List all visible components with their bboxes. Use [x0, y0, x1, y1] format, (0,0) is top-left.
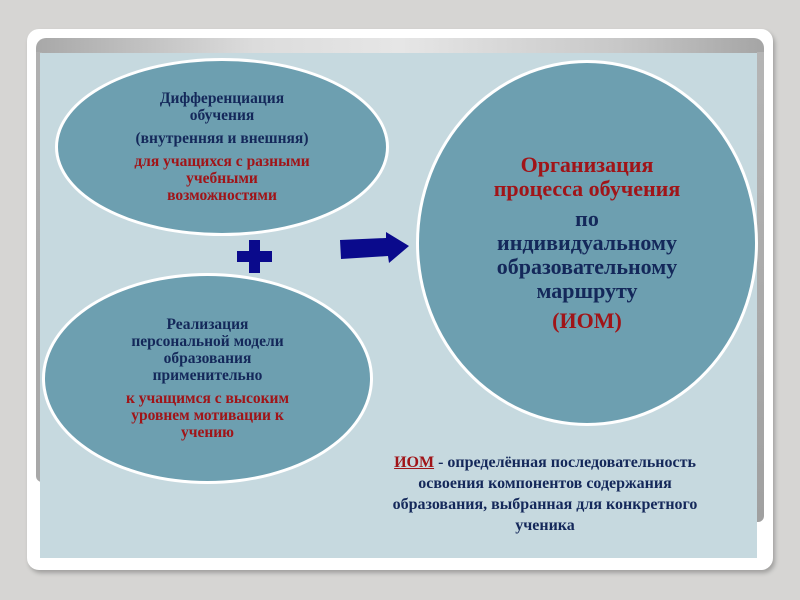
circle-abbr: (ИОМ) — [552, 308, 622, 333]
ellipse-top-red-2: учебными — [186, 170, 258, 187]
ellipse-bottom-line-4: применительно — [152, 367, 263, 384]
ellipse-bottom-red-1: к учащимся с высоким — [125, 390, 290, 407]
ellipse-top-title-2: обучения — [189, 107, 255, 124]
right-arrow-icon — [340, 232, 409, 263]
plus-icon — [237, 240, 272, 273]
ellipse-bottom-line-2: персональной модели — [131, 333, 284, 350]
definition-line-1: - определённая последовательность — [434, 454, 696, 471]
definition-line-3: образования, выбранная для конкретного — [392, 496, 698, 513]
circle-red-1: Организация — [520, 152, 654, 177]
ellipse-bottom-red-3: учению — [180, 424, 235, 441]
ellipse-bottom-line-1: Реализация — [166, 316, 249, 333]
ellipse-bottom-line-3: образования — [163, 350, 252, 367]
ellipse-top-title: Дифференциация — [159, 90, 285, 107]
circle-red-2: процесса обучения — [493, 176, 681, 201]
definition-term: ИОМ — [394, 454, 435, 471]
iom-circle: Организация процесса обучения по индивид… — [416, 60, 758, 426]
definition-line-2: освоения компонентов содержания — [418, 475, 672, 492]
ellipse-top-red-1: для учащихся с разными — [134, 153, 310, 170]
personal-model-ellipse: Реализация персональной модели образован… — [42, 273, 373, 484]
circle-line-2: индивидуальному — [497, 230, 677, 255]
ellipse-bottom-red-2: уровнем мотивации к — [131, 407, 284, 424]
circle-line-3: образовательному — [496, 254, 678, 279]
circle-line-1: по — [575, 206, 599, 231]
definition-line-4: ученика — [515, 517, 575, 534]
slide-left-edge — [36, 52, 42, 482]
slide-right-edge — [757, 52, 764, 522]
circle-line-4: маршруту — [536, 278, 638, 303]
iom-definition: ИОМ - определённая последовательность ос… — [345, 452, 745, 536]
ellipse-top-subtitle: (внутренняя и внешняя) — [135, 130, 309, 147]
differentiation-ellipse: Дифференциация обучения (внутренняя и вн… — [55, 58, 389, 236]
ellipse-top-red-3: возможностями — [167, 187, 277, 204]
